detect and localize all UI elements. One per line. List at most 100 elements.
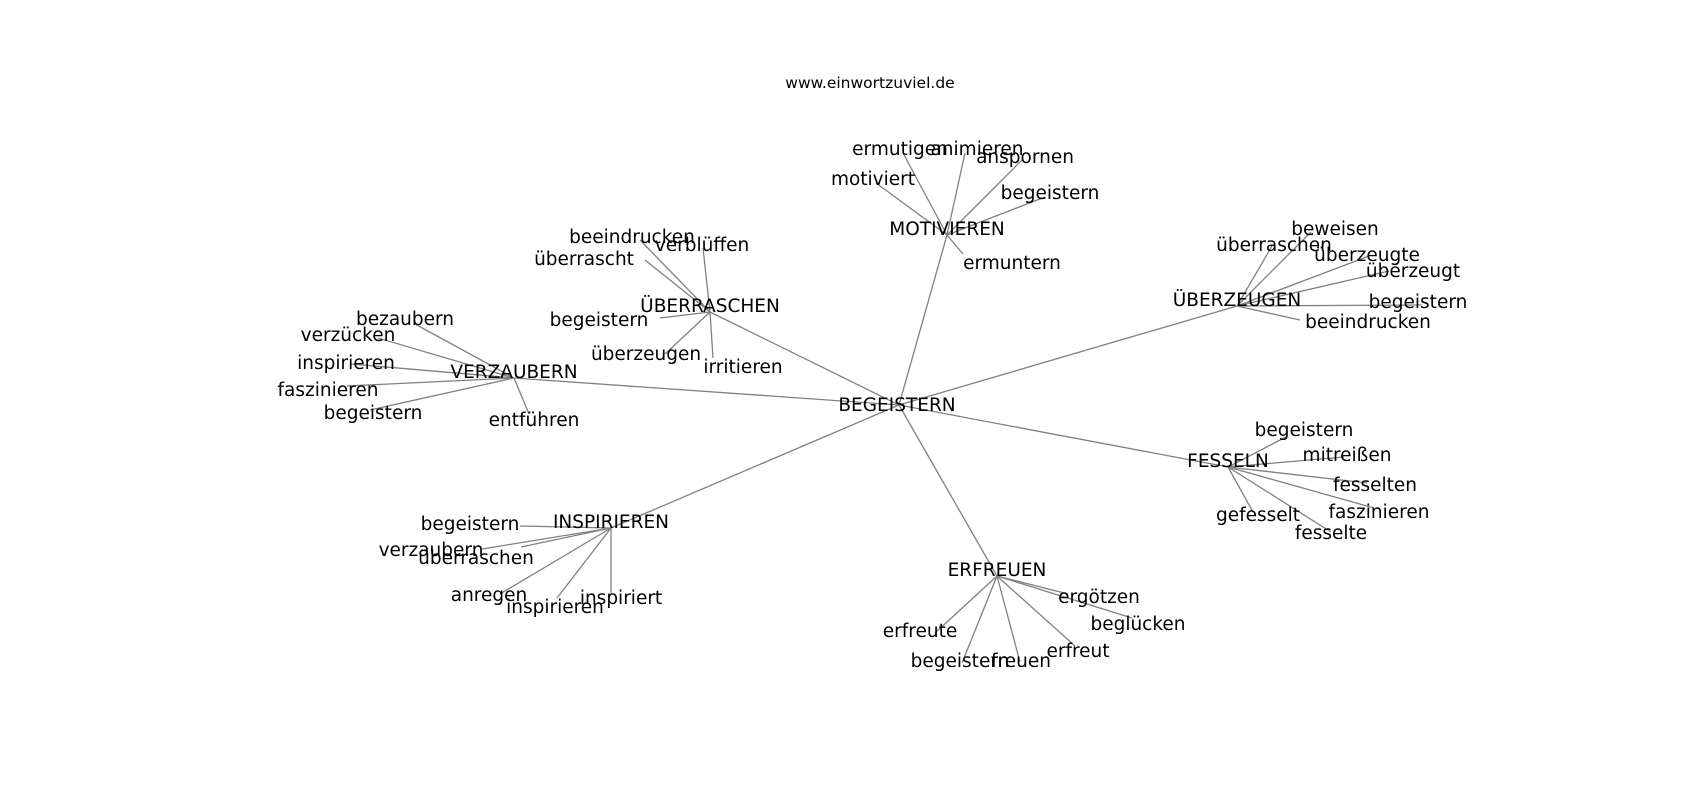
edge-hub-to-leaf bbox=[659, 311, 711, 319]
edge-hub-to-leaf bbox=[1227, 436, 1287, 468]
leaf-node-label: ermuntern bbox=[963, 253, 1061, 274]
leaf-node-label: begeistern bbox=[421, 514, 520, 535]
leaf-node-label: überzeugte bbox=[1314, 245, 1420, 266]
edge-hub-to-leaf bbox=[875, 182, 948, 236]
hub-node-label: ÜBERRASCHEN bbox=[640, 295, 780, 317]
edge-hub-to-leaf bbox=[1227, 466, 1332, 533]
leaf-node-label: fesselten bbox=[1333, 475, 1417, 496]
edge-hub-to-leaf bbox=[1236, 270, 1390, 307]
hub-node-label: INSPIRIEREN bbox=[553, 512, 669, 533]
edge-hub-to-leaf bbox=[346, 377, 515, 387]
edge-hub-to-leaf bbox=[996, 575, 1133, 619]
edge-hub-to-leaf bbox=[520, 527, 612, 548]
edge-hub-to-leaf bbox=[1227, 466, 1375, 509]
leaf-node-label: begeistern bbox=[1369, 292, 1468, 313]
hub-node-label: MOTIVIEREN bbox=[889, 219, 1004, 240]
edge-hub-to-leaf bbox=[1236, 305, 1301, 321]
leaf-node-label: begeistern bbox=[911, 651, 1010, 672]
edge-hub-to-leaf bbox=[556, 527, 612, 599]
edge-hub-to-leaf bbox=[961, 575, 998, 664]
edge-hub-to-leaf bbox=[664, 311, 711, 355]
edge-hub-to-leaf bbox=[934, 575, 998, 634]
edge-hub-to-leaf bbox=[1236, 304, 1423, 307]
leaf-node-label: begeistern bbox=[1255, 420, 1354, 441]
edge-hub-to-leaf bbox=[996, 575, 1021, 663]
edge-hub-to-leaf bbox=[350, 363, 515, 379]
leaf-node-label: überraschen bbox=[1216, 235, 1332, 256]
edge-hub-to-leaf bbox=[1236, 245, 1273, 307]
leaf-node-label: faszinieren bbox=[1329, 502, 1430, 523]
leaf-node-label: begeistern bbox=[550, 310, 649, 331]
edge-hub-to-leaf bbox=[702, 247, 711, 313]
edge-hub-to-leaf bbox=[996, 575, 1069, 595]
leaf-node-label: überraschen bbox=[418, 548, 534, 569]
edge-center-to-hub bbox=[709, 311, 900, 406]
leaf-node-label: verblüffen bbox=[655, 235, 749, 256]
leaf-node-label: erfreute bbox=[883, 621, 957, 642]
leaf-node-label: freuen bbox=[991, 651, 1051, 672]
hub-node-label: ÜBERZEUGEN bbox=[1173, 289, 1302, 311]
leaf-node-label: anspornen bbox=[976, 147, 1074, 168]
leaf-node-label: ermutigen bbox=[852, 139, 948, 160]
edge-center-to-hub bbox=[898, 305, 1238, 406]
edge-hub-to-leaf bbox=[1227, 466, 1254, 513]
leaf-node-label: mitreißen bbox=[1303, 445, 1392, 466]
edge-hub-to-leaf bbox=[639, 239, 711, 313]
leaf-node-label: ergötzen bbox=[1058, 587, 1140, 608]
center-node-label: BEGEISTERN bbox=[838, 395, 955, 416]
leaf-node-label: fesselte bbox=[1295, 523, 1367, 544]
edge-hub-to-leaf bbox=[709, 311, 714, 359]
leaf-node-label: inspiriert bbox=[580, 588, 662, 609]
edge-center-to-hub bbox=[898, 404, 1229, 468]
edge-hub-to-leaf bbox=[519, 525, 612, 529]
leaf-node-label: verzaubern bbox=[379, 540, 484, 561]
leaf-node-label: motiviert bbox=[831, 169, 915, 190]
edge-hub-to-leaf bbox=[369, 377, 515, 411]
edge-hub-to-leaf bbox=[1227, 456, 1345, 468]
leaf-node-label: faszinieren bbox=[278, 380, 379, 401]
leaf-node-label: begeistern bbox=[324, 403, 423, 424]
edge-hub-to-leaf bbox=[1236, 231, 1312, 307]
leaf-node-label: inspirieren bbox=[297, 353, 395, 374]
leaf-node-label: animieren bbox=[930, 139, 1023, 160]
leaf-node-label: anregen bbox=[451, 585, 528, 606]
hub-node-label: FESSELN bbox=[1187, 451, 1269, 472]
edge-hub-to-leaf bbox=[902, 152, 948, 236]
leaf-node-label: überzeugen bbox=[591, 344, 701, 365]
edge-center-to-hub bbox=[898, 234, 948, 406]
edge-hub-to-leaf bbox=[377, 337, 515, 379]
edge-hub-to-leaf bbox=[644, 259, 711, 313]
edge-hub-to-leaf bbox=[481, 527, 612, 550]
leaf-node-label: beweisen bbox=[1291, 219, 1379, 240]
leaf-node-label: erfreut bbox=[1046, 641, 1109, 662]
edge-hub-to-leaf bbox=[414, 323, 515, 379]
edge-hub-to-leaf bbox=[946, 196, 1046, 236]
hub-node-label: ERFREUEN bbox=[948, 560, 1047, 581]
edge-center-to-hub bbox=[513, 377, 900, 406]
graph-edges bbox=[346, 152, 1423, 664]
leaf-node-label: entführen bbox=[489, 410, 580, 431]
edge-hub-to-leaf bbox=[1236, 255, 1370, 307]
site-label: www.einwortzuviel.de bbox=[785, 74, 954, 92]
leaf-node-label: beeindrucken bbox=[569, 227, 695, 248]
leaf-node-label: irritieren bbox=[703, 357, 782, 378]
leaf-node-label: überrascht bbox=[534, 249, 634, 270]
leaf-node-label: inspirieren bbox=[506, 597, 604, 618]
edge-hub-to-leaf bbox=[499, 527, 612, 595]
leaf-node-label: begeistern bbox=[1001, 183, 1100, 204]
edge-center-to-hub bbox=[898, 404, 998, 577]
hub-node-label: VERZAUBERN bbox=[450, 362, 577, 383]
leaf-node-label: gefesselt bbox=[1216, 505, 1300, 526]
edge-center-to-hub bbox=[610, 404, 900, 529]
edge-hub-to-leaf bbox=[946, 234, 964, 255]
leaf-node-label: verzücken bbox=[301, 325, 396, 346]
leaf-node-label: bezaubern bbox=[356, 309, 454, 330]
leaf-node-label: beglücken bbox=[1090, 614, 1185, 635]
edge-hub-to-leaf bbox=[513, 377, 530, 415]
edge-hub-to-leaf bbox=[946, 159, 1023, 236]
edge-hub-to-leaf bbox=[946, 152, 966, 236]
edge-hub-to-leaf bbox=[996, 575, 1076, 647]
leaf-node-label: überzeugt bbox=[1366, 261, 1460, 282]
